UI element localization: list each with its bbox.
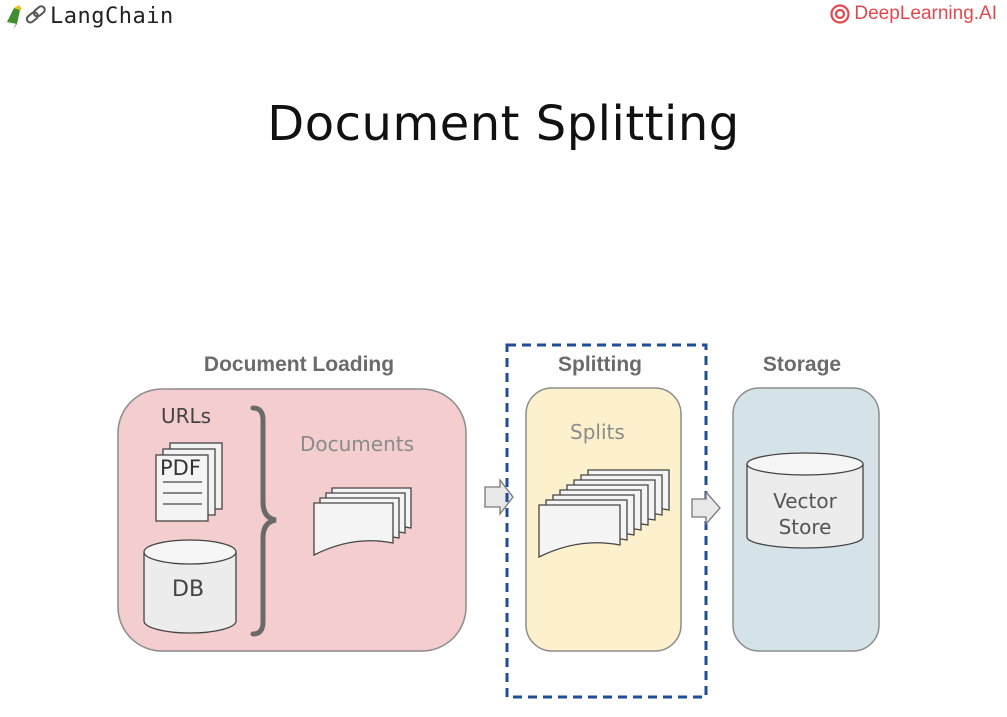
parrot-chain-icon — [7, 5, 46, 29]
storage-label: Storage — [762, 353, 842, 376]
document-loading-label: Document Loading — [203, 353, 395, 376]
deeplearning-logo-text: DeepLearning — [854, 3, 974, 24]
deeplearning-logo: DeepLearning.AI — [830, 3, 997, 25]
pdf-label: PDF — [160, 456, 201, 480]
langchain-logo: LangChain — [4, 2, 174, 30]
db-label: DB — [172, 577, 205, 602]
arrow-loading-to-splitting — [484, 478, 514, 516]
langchain-logo-text: LangChain — [50, 3, 174, 29]
vector-store-icon — [746, 452, 864, 549]
vector-store-line2: Store — [778, 515, 832, 539]
arrow-splitting-to-storage — [691, 490, 721, 526]
db-icon — [143, 539, 237, 634]
documents-icon — [313, 487, 412, 557]
slide-title: Document Splitting — [267, 96, 740, 152]
brace-icon — [250, 405, 277, 637]
splits-icon — [538, 469, 670, 559]
urls-label: URLs — [161, 404, 212, 428]
splitting-label: Splitting — [558, 353, 642, 376]
pdf-icon — [155, 442, 223, 522]
documents-label: Documents — [300, 432, 415, 456]
vector-store-line1: Vector — [773, 489, 837, 513]
deeplearning-logo-suffix: .AI — [973, 3, 997, 24]
header-bar: LangChain DeepLearning.AI — [0, 0, 1007, 34]
splits-label: Splits — [570, 420, 625, 444]
deeplearning-icon — [830, 4, 850, 24]
